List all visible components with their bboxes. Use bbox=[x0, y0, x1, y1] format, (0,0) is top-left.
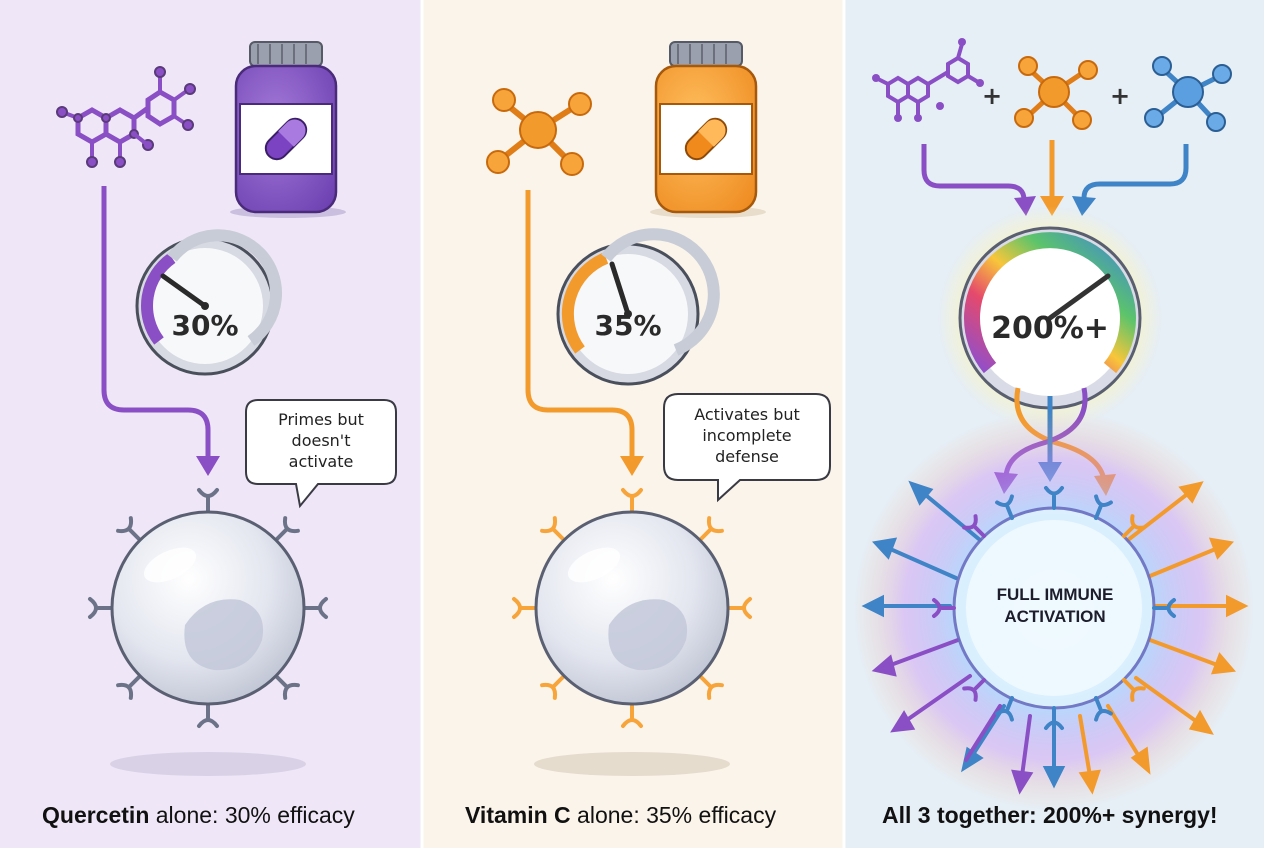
full-activation-label: FULL IMMUNE ACTIVATION bbox=[996, 585, 1114, 626]
capsule-icon bbox=[264, 117, 308, 161]
immune-cell-icon bbox=[932, 486, 1176, 730]
immune-cell-icon bbox=[512, 488, 752, 728]
combined-gauge-value: 200%+ bbox=[991, 311, 1109, 346]
quercetin-molecule-icon bbox=[56, 66, 196, 168]
vitamin-c-bubble-text: Activates but incomplete defense bbox=[694, 405, 800, 466]
combined-caption: All 3 together: 200%+ synergy! bbox=[882, 802, 1218, 828]
quercetin-bubble-text: Primes but doesn't activate bbox=[278, 410, 364, 471]
vitamin-c-molecule-icon bbox=[486, 88, 592, 176]
quercetin-caption: Quercetin alone: 30% efficacy bbox=[42, 802, 355, 828]
plus-sign-1: + bbox=[982, 82, 1003, 110]
vitamin-c-gauge-value: 35% bbox=[594, 309, 662, 342]
quercetin-gauge-value: 30% bbox=[171, 309, 239, 342]
gauge-icon bbox=[556, 228, 720, 386]
gauge-icon bbox=[958, 226, 1142, 410]
gauge-icon bbox=[135, 229, 283, 376]
speech-bubble-icon bbox=[663, 393, 831, 503]
plus-sign-2: + bbox=[1110, 82, 1131, 110]
capsule-icon bbox=[684, 117, 728, 161]
immune-cell-icon bbox=[88, 488, 328, 728]
speech-bubble-icon bbox=[245, 399, 397, 509]
zinc-molecule-icon bbox=[1144, 56, 1232, 132]
quercetin-molecule-icon bbox=[872, 38, 984, 122]
vitamin-c-molecule-icon bbox=[1014, 56, 1098, 130]
vitamin-c-caption: Vitamin C alone: 35% efficacy bbox=[465, 802, 777, 828]
